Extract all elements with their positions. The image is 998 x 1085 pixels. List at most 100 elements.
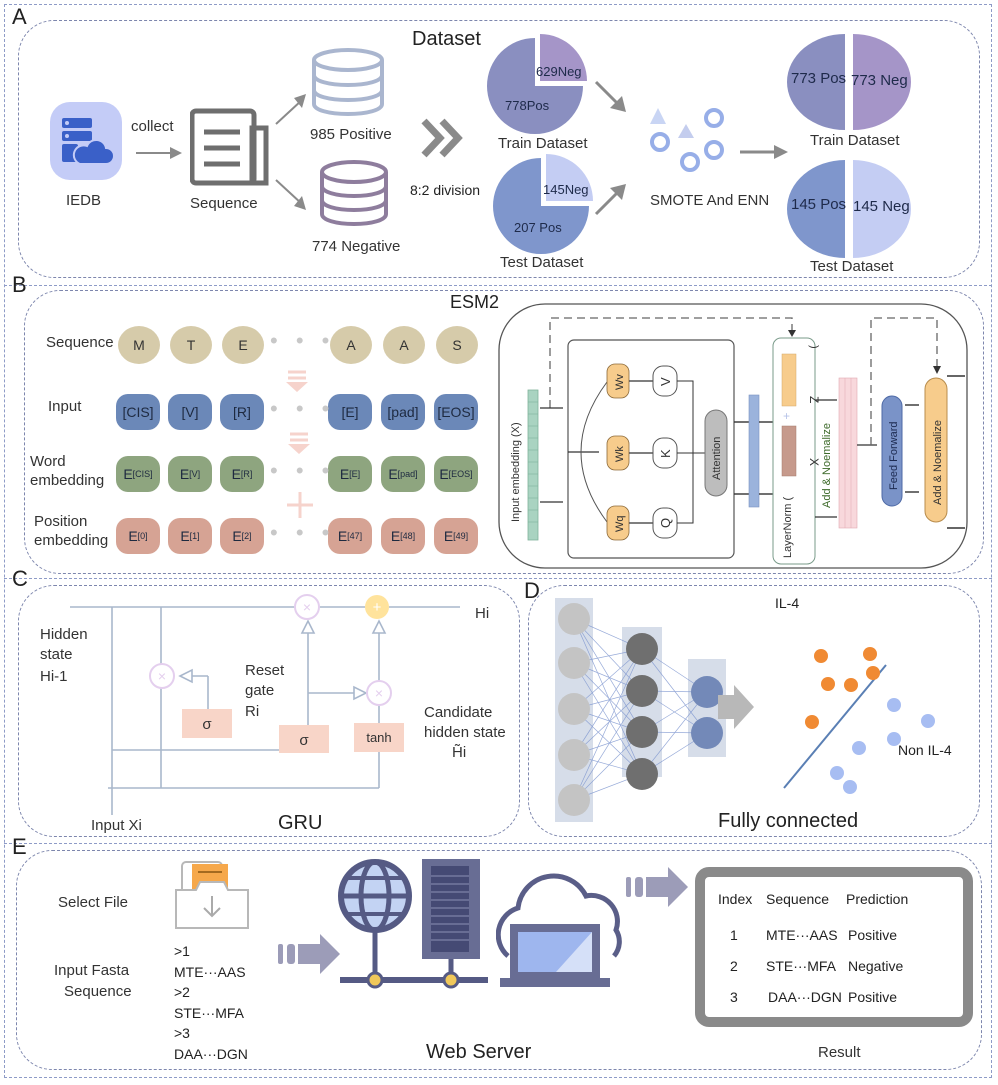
smote-scatter-icon — [650, 108, 724, 172]
reset-gate-label-3: Ri — [245, 703, 260, 720]
add-gate-icon: + — [365, 595, 389, 619]
train-balanced-title: Train Dataset — [810, 132, 900, 149]
input-token: [E] — [328, 394, 372, 430]
separator-bc — [4, 578, 992, 579]
tanh-label: tanh — [366, 730, 391, 745]
double-chevron-icon — [421, 118, 463, 158]
table-cell: 2 — [730, 958, 738, 974]
table-cell: Negative — [848, 958, 904, 974]
classify-arrow-icon — [718, 685, 754, 729]
negative-database-icon — [320, 160, 388, 227]
output-layer-node — [691, 717, 723, 749]
input-layer-node — [558, 603, 590, 635]
row-label-word-2: embedding — [30, 472, 105, 489]
word-embedding-token: E[R] — [220, 456, 264, 492]
tanh-box — [354, 723, 404, 752]
test-pie-chart — [493, 154, 593, 254]
select-file-label[interactable]: Select File — [58, 894, 129, 911]
update-sigma-label: σ — [299, 732, 309, 749]
gru-diagram: × + × × σ σ tanh — [70, 594, 460, 815]
fasta-line: >1 — [174, 943, 190, 959]
result-label: Result — [818, 1044, 861, 1061]
update-sigma-box — [279, 725, 329, 753]
non-il4-point — [852, 741, 866, 755]
fasta-line: MTE···AAS — [174, 963, 246, 980]
table-cell: Positive — [848, 927, 898, 943]
panel-letter-e: E — [12, 834, 27, 859]
row-label-input: Input — [48, 398, 82, 415]
row-label-pos-1: Position — [34, 513, 88, 530]
cloud-laptop-icon — [496, 873, 622, 987]
z-label: Z — [807, 396, 821, 403]
network-edge — [573, 731, 643, 801]
multiply-gate-icon: × — [294, 594, 320, 620]
train-pie-pos-slice — [487, 38, 583, 134]
candidate-multiply-icon: × — [366, 680, 392, 706]
panel-letter-b: B — [12, 272, 27, 297]
result-table — [695, 867, 973, 1027]
input-embedding-label: Input embedding (X) — [510, 422, 522, 522]
input-layer-node — [558, 784, 590, 816]
attention-label: Attention — [711, 437, 723, 480]
reset-multiply-icon: × — [149, 663, 175, 689]
fasta-line: STE···MFA — [174, 1004, 244, 1021]
il4-point — [844, 678, 858, 692]
train-balanced-pos-slice — [787, 34, 845, 130]
file-upload-icon[interactable] — [174, 858, 250, 934]
input-fasta-label-2: Sequence — [64, 983, 132, 1000]
word-embedding-token: E[V] — [168, 456, 212, 492]
hidden-layer-node — [626, 675, 658, 707]
reset-gate-label-2: gate — [245, 682, 275, 699]
table-cell: Positive — [848, 989, 898, 1005]
arrow-up-right-icon — [275, 94, 306, 125]
hidden-layer-node — [626, 716, 658, 748]
hidden-state-label-1: Hidden — [40, 626, 88, 643]
weight-v-label: Wv — [614, 374, 626, 390]
paren-close: ) — [808, 345, 820, 349]
table-cell: STE···MFA — [766, 958, 836, 974]
input-layer-node — [558, 693, 590, 725]
test-balanced-neg-slice — [853, 160, 911, 258]
x-label: X — [807, 458, 821, 466]
table-header-prediction: Prediction — [846, 891, 909, 907]
candidate-label-1: Candidate — [424, 704, 493, 721]
il4-point — [866, 666, 880, 680]
sequence-token: S — [436, 326, 478, 364]
train-pie-pos-label: 778Pos — [505, 98, 550, 113]
input-token: [pad] — [381, 394, 425, 430]
table-header-sequence: Sequence — [766, 891, 830, 907]
input-layer-node — [558, 647, 590, 679]
word-embedding-token: E[EOS] — [434, 456, 478, 492]
il4-point — [821, 677, 835, 691]
weight-q-label: Wq — [614, 516, 626, 533]
web-server-label: Web Server — [426, 1041, 532, 1063]
network-edge — [573, 648, 643, 801]
row-label-word-1: Word — [30, 453, 66, 470]
hidden-layer-node — [626, 633, 658, 665]
position-embedding-token: E[0] — [116, 518, 160, 554]
transformer-block-diagram: Input embedding (X) Wv Wk Wq V K Q Atten… — [498, 303, 968, 569]
sequence-token: T — [170, 326, 212, 364]
panel-a — [18, 20, 980, 278]
svg-text:×: × — [158, 668, 166, 684]
test-balanced-neg-label: 145 Neg — [853, 198, 910, 215]
negative-count-label: 774 Negative — [312, 238, 401, 255]
network-edge — [573, 618, 643, 775]
down-arrow-faint-1-icon — [286, 370, 308, 392]
panel-b — [24, 290, 984, 574]
il4-point — [863, 647, 877, 661]
sequence-token: E — [222, 326, 264, 364]
k-label: K — [658, 449, 673, 458]
test-balanced-pos-slice — [787, 160, 845, 258]
q-label: Q — [658, 518, 673, 528]
test-pie-title: Test Dataset — [500, 254, 584, 271]
test-balanced-title: Test Dataset — [810, 258, 894, 275]
sequence-token: A — [330, 326, 372, 364]
separator-ab — [4, 285, 992, 286]
positive-count-label: 985 Positive — [310, 126, 392, 143]
panel-d — [528, 585, 980, 837]
position-embedding-token: E[48] — [381, 518, 425, 554]
sequence-token: A — [383, 326, 425, 364]
train-balanced-pie — [787, 34, 911, 130]
position-embedding-token: E[1] — [168, 518, 212, 554]
